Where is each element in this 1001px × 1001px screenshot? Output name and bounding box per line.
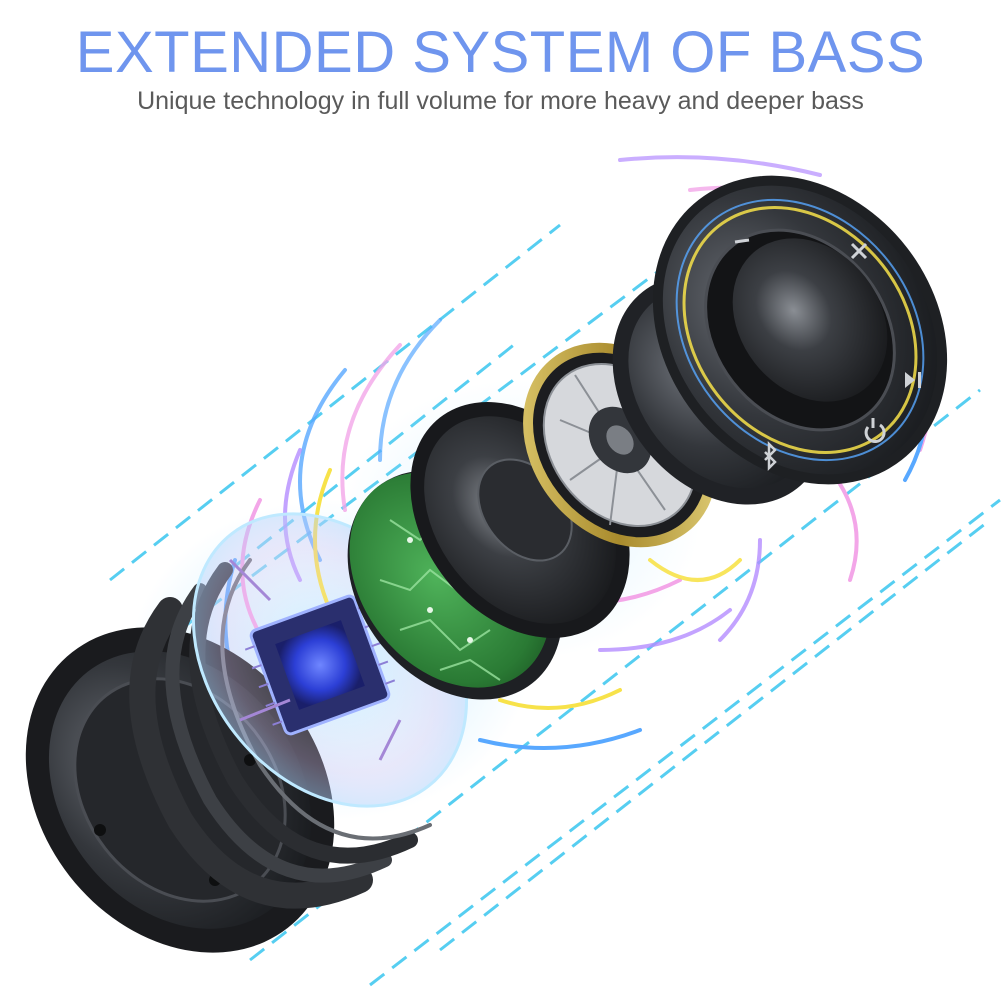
play-pause-icon [905, 372, 921, 388]
power-icon [864, 418, 886, 443]
plus-icon [850, 242, 868, 260]
minus-icon [734, 238, 750, 244]
bluetooth-icon [764, 440, 777, 472]
page-title: EXTENDED SYSTEM OF BASS [75, 20, 926, 85]
page-subtitle: Unique technology in full volume for mor… [137, 87, 864, 115]
top-control-panel [652, 175, 948, 485]
